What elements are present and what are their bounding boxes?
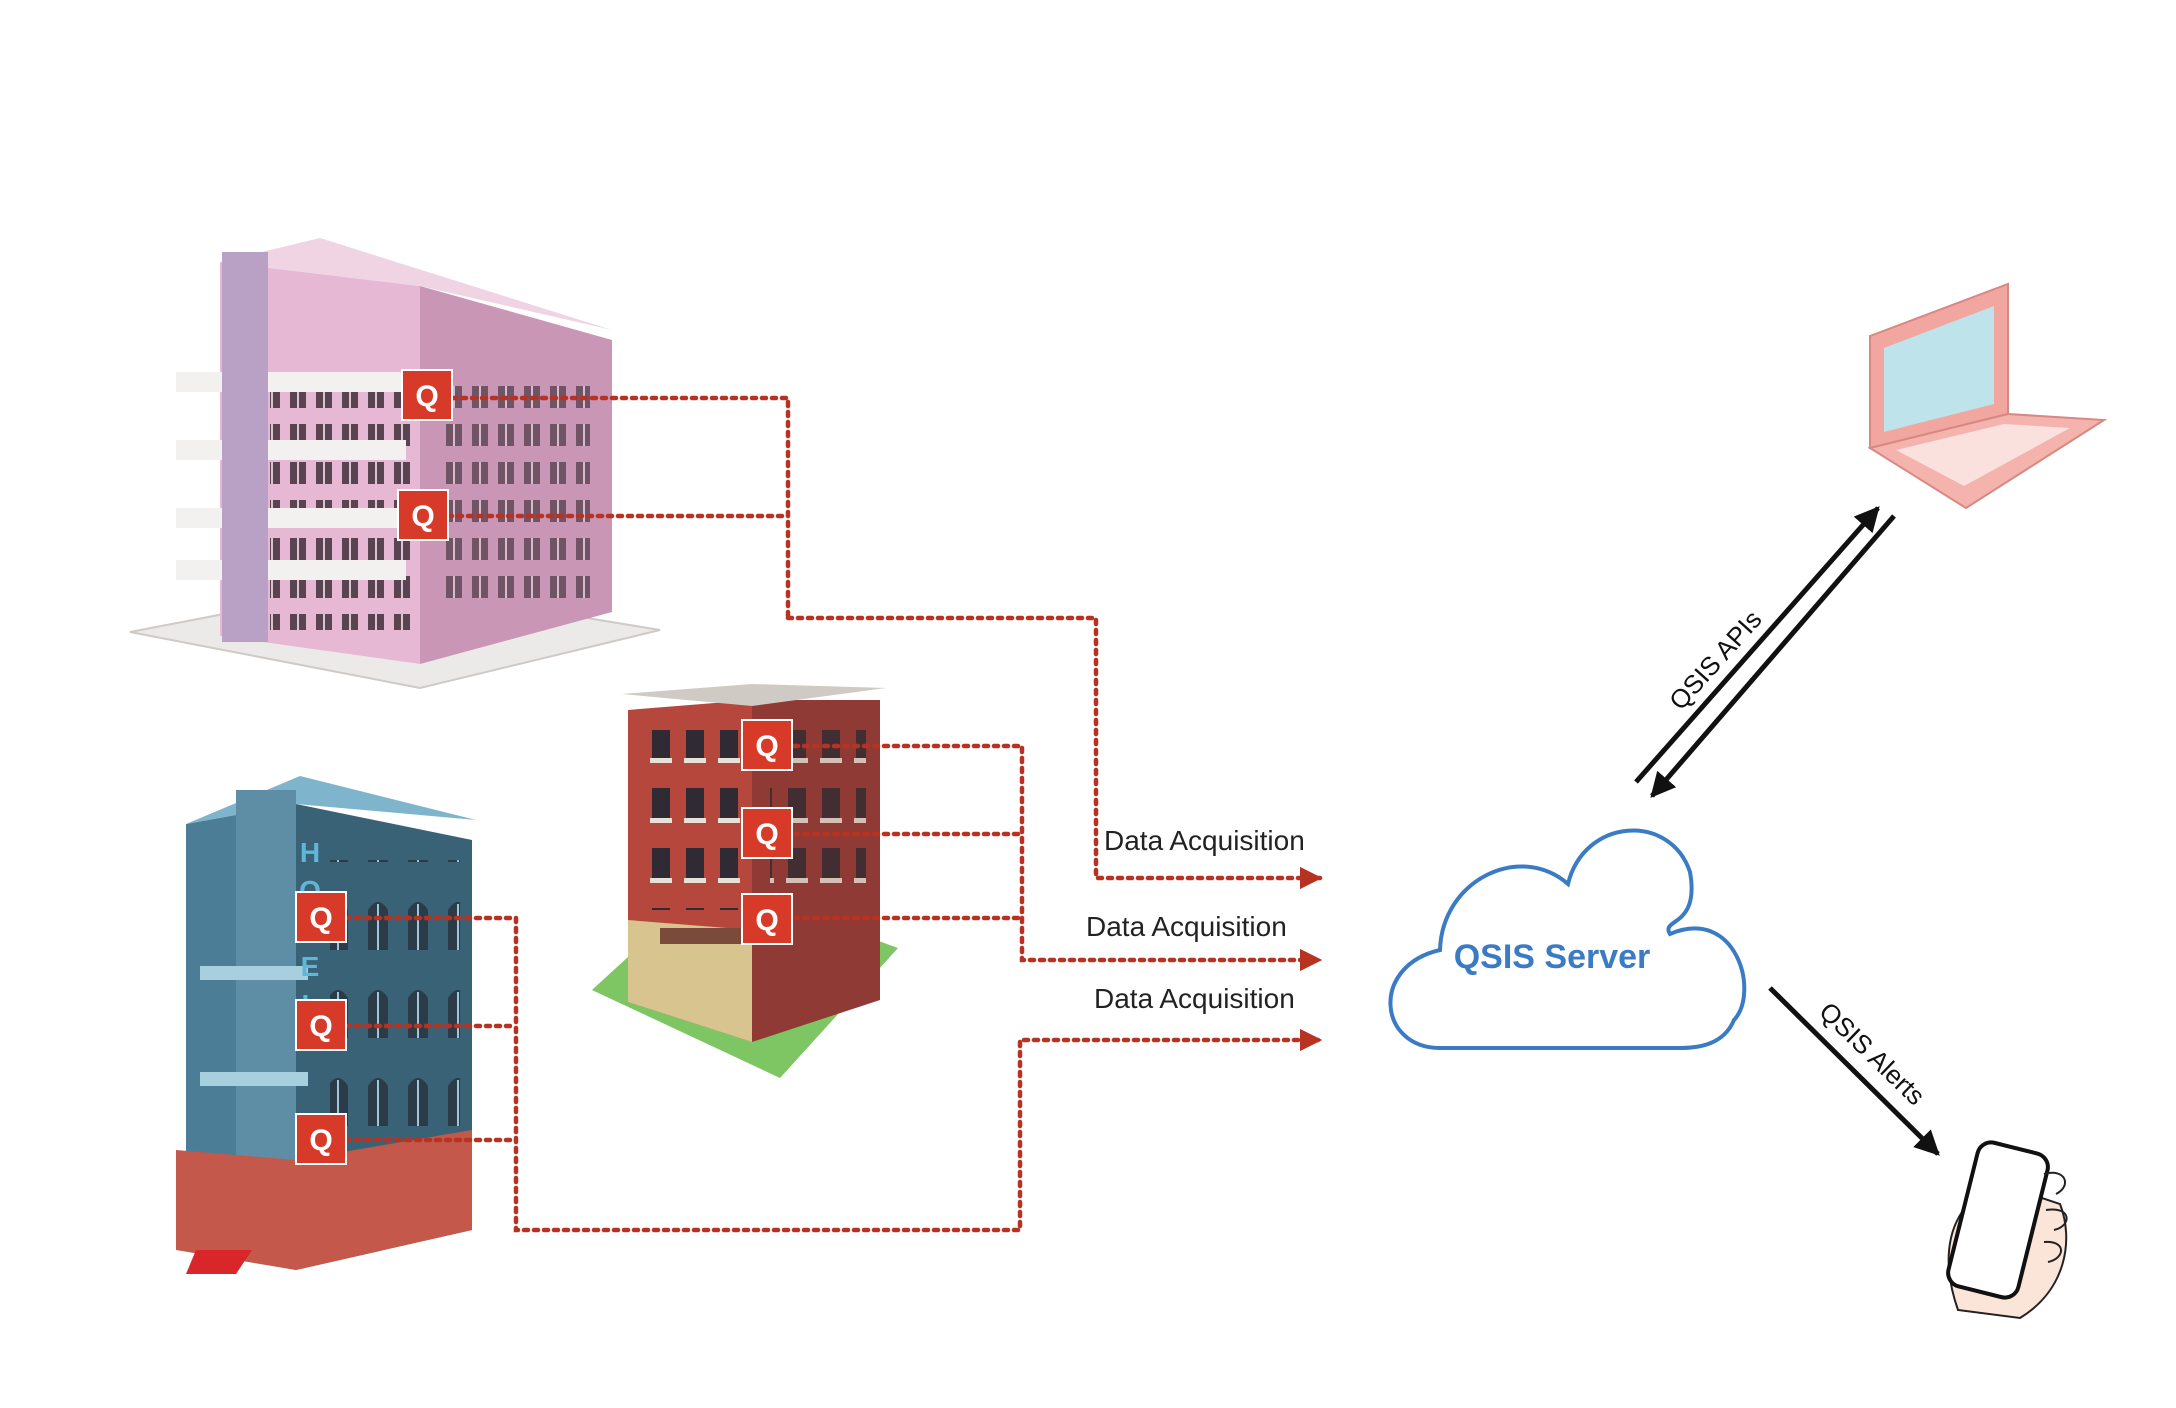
sensor-badge-label: Q bbox=[309, 902, 332, 935]
sensor-badge-label: Q bbox=[415, 380, 438, 413]
hotel-sign-letter: E bbox=[301, 951, 320, 982]
laptop-display bbox=[1884, 306, 1994, 432]
connector-line bbox=[343, 915, 1323, 1233]
hotel-building-windows bbox=[330, 860, 460, 1130]
connector-line bbox=[791, 743, 1323, 972]
flow-label: Data Acquisition bbox=[1094, 983, 1295, 1014]
pink-building-icon bbox=[129, 238, 661, 690]
api-label: QSIS APIs bbox=[1663, 604, 1767, 715]
api-arrow-down bbox=[1650, 514, 1896, 798]
sensor-badge: Q bbox=[295, 891, 347, 943]
hotel-building-roof bbox=[186, 776, 476, 824]
pink-building-side-windows bbox=[440, 380, 590, 610]
flow-label: Data Acquisition bbox=[1104, 825, 1305, 856]
data-acquisition-connectors bbox=[343, 395, 1323, 1233]
pink-building-tower bbox=[222, 252, 268, 642]
alert-label: QSIS Alerts bbox=[1813, 996, 1931, 1111]
alert-connection: QSIS Alerts bbox=[1768, 986, 1940, 1156]
laptop-icon bbox=[1867, 282, 2108, 510]
brick-building-icon bbox=[592, 684, 898, 1078]
sensor-badge-label: Q bbox=[755, 904, 778, 937]
sensor-badge-label: Q bbox=[309, 1124, 332, 1157]
sensor-badge: Q bbox=[741, 893, 793, 945]
pink-building-roof bbox=[220, 238, 612, 330]
sensor-badges: Q Q Q Q Q Q Q Q bbox=[295, 369, 793, 1165]
alert-arrow bbox=[1768, 986, 1940, 1156]
sensor-badge-label: Q bbox=[755, 730, 778, 763]
hotel-building-tower bbox=[236, 790, 296, 1210]
sensor-badge-label: Q bbox=[309, 1010, 332, 1043]
api-arrow-up bbox=[1634, 506, 1880, 784]
sensor-badge: Q bbox=[295, 1113, 347, 1165]
sensor-badge: Q bbox=[401, 369, 453, 421]
sensor-badge: Q bbox=[741, 807, 793, 859]
phone-in-hand-icon bbox=[1946, 1140, 2068, 1320]
sensor-badge-label: Q bbox=[411, 500, 434, 533]
connector-line bbox=[449, 395, 791, 621]
hotel-sign-letter: H bbox=[300, 837, 320, 868]
sensor-badge: Q bbox=[295, 999, 347, 1051]
sensor-badge: Q bbox=[397, 489, 449, 541]
sensor-badge-label: Q bbox=[755, 818, 778, 851]
flow-label: Data Acquisition bbox=[1086, 911, 1287, 942]
hotel-building-ground-floor bbox=[176, 1130, 472, 1270]
sensor-badge: Q bbox=[741, 719, 793, 771]
brick-building-roof bbox=[622, 684, 886, 706]
phone-body bbox=[1946, 1140, 2050, 1300]
hotel-building-red-carpet bbox=[186, 1250, 252, 1274]
brick-building-awning bbox=[660, 928, 750, 944]
cloud-icon: QSIS Server bbox=[1388, 828, 1747, 1050]
brick-building-windows bbox=[642, 730, 742, 910]
hotel-building-ledge bbox=[200, 966, 308, 980]
hotel-building-ledge bbox=[200, 1072, 308, 1086]
server-label: QSIS Server bbox=[1454, 938, 1651, 976]
laptop-keys bbox=[1896, 424, 2070, 486]
connector-line bbox=[785, 615, 1323, 890]
pink-building-balcony bbox=[176, 560, 406, 580]
pink-building-balcony bbox=[176, 440, 406, 460]
pink-building-balcony bbox=[176, 372, 406, 392]
pink-building-balcony bbox=[176, 508, 406, 528]
brick-building-ground-floor bbox=[628, 920, 752, 1042]
api-connection: QSIS APIs bbox=[1634, 506, 1896, 798]
finger bbox=[2043, 1171, 2068, 1263]
server-cloud bbox=[1388, 828, 1747, 1050]
